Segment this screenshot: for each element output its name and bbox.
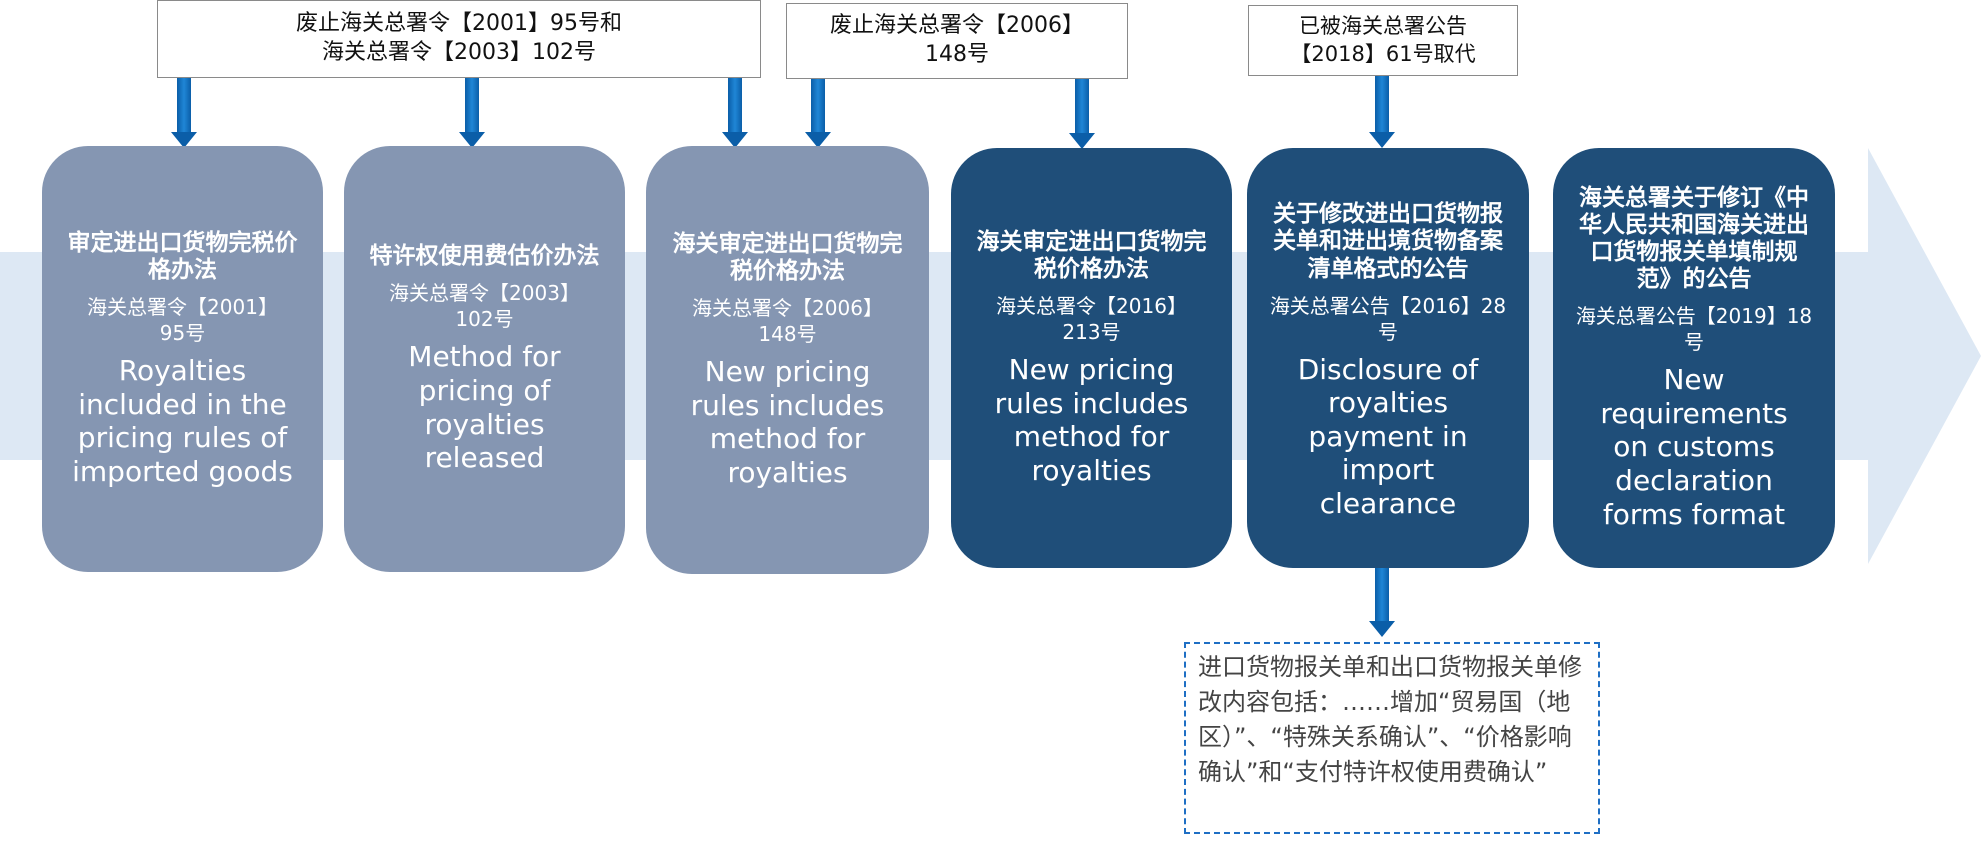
annotation-line: 海关总署令【2003】102号 bbox=[322, 40, 596, 65]
down-arrow-icon bbox=[171, 78, 197, 148]
card-reference: 海关总署令【2001】95号 bbox=[87, 294, 278, 345]
card-title: 审定进出口货物完税价格办法 bbox=[67, 229, 298, 283]
card-2006-pricing-rules: 海关审定进出口货物完税价格办法 海关总署令【2006】148号 New pric… bbox=[646, 146, 929, 574]
down-arrow-icon bbox=[1069, 79, 1095, 149]
card-title: 关于修改进出口货物报关单和进出境货物备案清单格式的公告 bbox=[1273, 201, 1503, 282]
card-2003-royalty-valuation: 特许权使用费估价办法 海关总署令【2003】102号 Method for pr… bbox=[344, 146, 625, 572]
annotation-repeal-2006: 废止海关总署令【2006】 148号 bbox=[786, 3, 1128, 79]
annotation-line: 【2018】61号取代 bbox=[1290, 41, 1476, 66]
down-arrow-icon bbox=[459, 78, 485, 148]
card-2001-pricing-rules: 审定进出口货物完税价格办法 海关总署令【2001】95号 Royalties i… bbox=[42, 146, 323, 572]
declaration-changes-detail: 进口货物报关单和出口货物报关单修改内容包括：……增加“贸易国（地区）”、“特殊关… bbox=[1184, 642, 1600, 834]
card-reference: 海关总署令【2006】148号 bbox=[692, 295, 883, 346]
card-reference: 海关总署公告【2016】28号 bbox=[1269, 293, 1507, 344]
card-title: 海关总署关于修订《中华人民共和国海关进出口货物报关单填制规范》的公告 bbox=[1579, 184, 1809, 293]
annotation-repeal-2001-2003: 废止海关总署令【2001】95号和 海关总署令【2003】102号 bbox=[157, 0, 761, 78]
card-reference: 海关总署令【2016】213号 bbox=[996, 293, 1187, 344]
card-description: New pricing rules includes method for ro… bbox=[994, 352, 1189, 487]
card-description: Disclosure of royalties payment in impor… bbox=[1297, 352, 1479, 521]
annotation-line: 已被海关总署公告 bbox=[1298, 14, 1467, 39]
down-arrow-icon bbox=[1369, 567, 1395, 637]
card-2019-declaration-rules: 海关总署关于修订《中华人民共和国海关进出口货物报关单填制规范》的公告 海关总署公… bbox=[1553, 148, 1835, 568]
detail-text: 进口货物报关单和出口货物报关单修改内容包括：……增加“贸易国（地区）”、“特殊关… bbox=[1198, 653, 1582, 787]
card-description: New pricing rules includes method for ro… bbox=[690, 354, 885, 489]
down-arrow-icon bbox=[805, 79, 831, 148]
annotation-line: 148号 bbox=[925, 42, 989, 67]
annotation-line: 废止海关总署令【2001】95号和 bbox=[296, 11, 622, 37]
timeline-arrow-head bbox=[1868, 148, 1981, 564]
card-description: New requirements on customs declaration … bbox=[1600, 363, 1788, 531]
down-arrow-icon bbox=[722, 78, 748, 148]
card-2016-pricing-rules: 海关审定进出口货物完税价格办法 海关总署令【2016】213号 New pric… bbox=[951, 148, 1232, 568]
annotation-replaced-2018: 已被海关总署公告 【2018】61号取代 bbox=[1248, 5, 1518, 76]
card-description: Method for pricing of royalties released bbox=[408, 340, 561, 475]
down-arrow-icon bbox=[1369, 76, 1395, 148]
card-title: 海关审定进出口货物完税价格办法 bbox=[976, 228, 1207, 282]
card-reference: 海关总署公告【2019】18号 bbox=[1575, 304, 1813, 355]
card-title: 海关审定进出口货物完税价格办法 bbox=[672, 230, 903, 284]
card-reference: 海关总署令【2003】102号 bbox=[389, 281, 580, 332]
card-description: Royalties included in the pricing rules … bbox=[72, 353, 293, 488]
card-2016-declaration-format: 关于修改进出口货物报关单和进出境货物备案清单格式的公告 海关总署公告【2016】… bbox=[1247, 148, 1529, 568]
annotation-line: 废止海关总署令【2006】 bbox=[830, 13, 1084, 39]
card-title: 特许权使用费估价办法 bbox=[369, 243, 600, 270]
